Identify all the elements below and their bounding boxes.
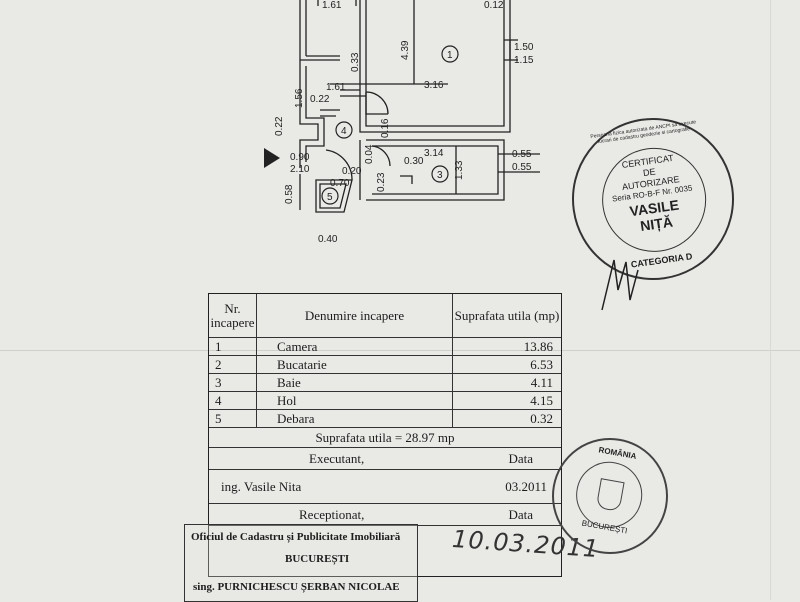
dimension-label: 1.61 bbox=[326, 82, 346, 93]
row-name: Debara bbox=[257, 410, 453, 427]
room-number-label: 1 bbox=[447, 50, 453, 61]
dimension-label: 0.22 bbox=[310, 94, 330, 105]
table-row: 5 Debara 0.32 bbox=[209, 410, 561, 428]
row-nr: 1 bbox=[209, 338, 257, 355]
room-number-label: 5 bbox=[327, 192, 333, 203]
dimension-label: 0.90 bbox=[290, 152, 310, 163]
dimension-label: 0.30 bbox=[404, 156, 424, 167]
north-arrow-icon bbox=[264, 148, 280, 168]
row-name: Baie bbox=[257, 374, 453, 391]
executant-name-row: ing. Vasile Nita 03.2011 bbox=[209, 470, 561, 504]
row-area: 4.11 bbox=[530, 374, 553, 390]
row-area: 0.32 bbox=[530, 410, 553, 426]
row-area: 4.15 bbox=[530, 392, 553, 408]
total-area-row: Suprafata utila = 28.97 mp bbox=[209, 428, 561, 448]
row-nr: 5 bbox=[209, 410, 257, 427]
dimension-label: 0.55 bbox=[512, 162, 532, 173]
ocpi-line2: BUCUREȘTI bbox=[285, 553, 350, 565]
signature-mark bbox=[601, 259, 639, 311]
header-suprafata: Suprafata utila (mp) bbox=[454, 307, 560, 323]
dimension-label: 0.23 bbox=[376, 172, 387, 192]
row-name: Camera bbox=[257, 338, 453, 355]
executant-row: Executant, Data bbox=[209, 448, 561, 470]
table-row: 1 Camera 13.86 bbox=[209, 338, 561, 356]
floor-plan: 1.61 0.12 4.39 1.50 1.15 0.33 1.61 3.16 1.56 0.22… bbox=[264, 0, 540, 245]
row-nr: 3 bbox=[209, 374, 257, 391]
dimension-label: 3.14 bbox=[424, 148, 444, 159]
dimension-label: 0.22 bbox=[274, 116, 285, 136]
dimension-label: 2.10 bbox=[290, 164, 310, 175]
dimension-label: 0.70 bbox=[330, 178, 350, 189]
table-row: 2 Bucatarie 6.53 bbox=[209, 356, 561, 374]
dimension-label: 0.58 bbox=[284, 184, 295, 204]
ocpi-line1: Oficiul de Cadastru și Publicitate Imobi… bbox=[191, 531, 401, 543]
ocpi-stamp: Oficiul de Cadastru și Publicitate Imobi… bbox=[184, 524, 418, 602]
room-area-table: Nr. incapere Denumire incapere Suprafata… bbox=[208, 293, 562, 577]
executant-name: ing. Vasile Nita bbox=[221, 478, 302, 494]
row-nr: 4 bbox=[209, 392, 257, 409]
table-header-row: Nr. incapere Denumire incapere Suprafata… bbox=[209, 294, 561, 338]
dimension-label: 0.55 bbox=[512, 149, 532, 160]
dimension-label: 1.15 bbox=[514, 55, 534, 66]
table-row: 4 Hol 4.15 bbox=[209, 392, 561, 410]
row-name: Bucatarie bbox=[257, 356, 453, 373]
dimension-label: 0.04 bbox=[364, 144, 375, 164]
dimension-label: 0.40 bbox=[318, 234, 338, 245]
executant-date: 03.2011 bbox=[505, 478, 547, 494]
dimension-label: 1.33 bbox=[454, 160, 465, 180]
date-label-2: Data bbox=[508, 506, 533, 522]
dimension-label: 0.16 bbox=[380, 118, 391, 138]
dimension-label: 1.56 bbox=[294, 88, 305, 108]
dimension-label: 0.20 bbox=[342, 166, 362, 177]
date-label: Data bbox=[508, 450, 533, 466]
header-denumire: Denumire incapere bbox=[257, 294, 453, 337]
room-number-label: 3 bbox=[437, 170, 443, 181]
room-number-label: 4 bbox=[341, 126, 347, 137]
row-area: 6.53 bbox=[530, 356, 553, 372]
table-row: 3 Baie 4.11 bbox=[209, 374, 561, 392]
row-area: 13.86 bbox=[523, 338, 553, 354]
dimension-label: 1.61 bbox=[322, 0, 342, 11]
dimension-label: 4.39 bbox=[400, 40, 411, 60]
dimension-label: 3.16 bbox=[424, 80, 444, 91]
paper-edge-line bbox=[770, 0, 771, 600]
ocpi-line3: sing. PURNICHESCU ȘERBAN NICOLAE bbox=[193, 581, 400, 593]
row-nr: 2 bbox=[209, 356, 257, 373]
dimension-label: 1.50 bbox=[514, 42, 534, 53]
header-nr: Nr. incapere bbox=[209, 294, 257, 337]
dimension-label: 0.12 bbox=[484, 0, 504, 11]
paper-fold-line bbox=[0, 350, 800, 351]
receptionat-label: Receptionat, bbox=[299, 506, 365, 522]
row-name: Hol bbox=[257, 392, 453, 409]
dimension-label: 0.33 bbox=[350, 52, 361, 72]
executant-label: Executant, bbox=[309, 450, 365, 466]
receptionat-row: Receptionat, Data bbox=[209, 504, 561, 526]
